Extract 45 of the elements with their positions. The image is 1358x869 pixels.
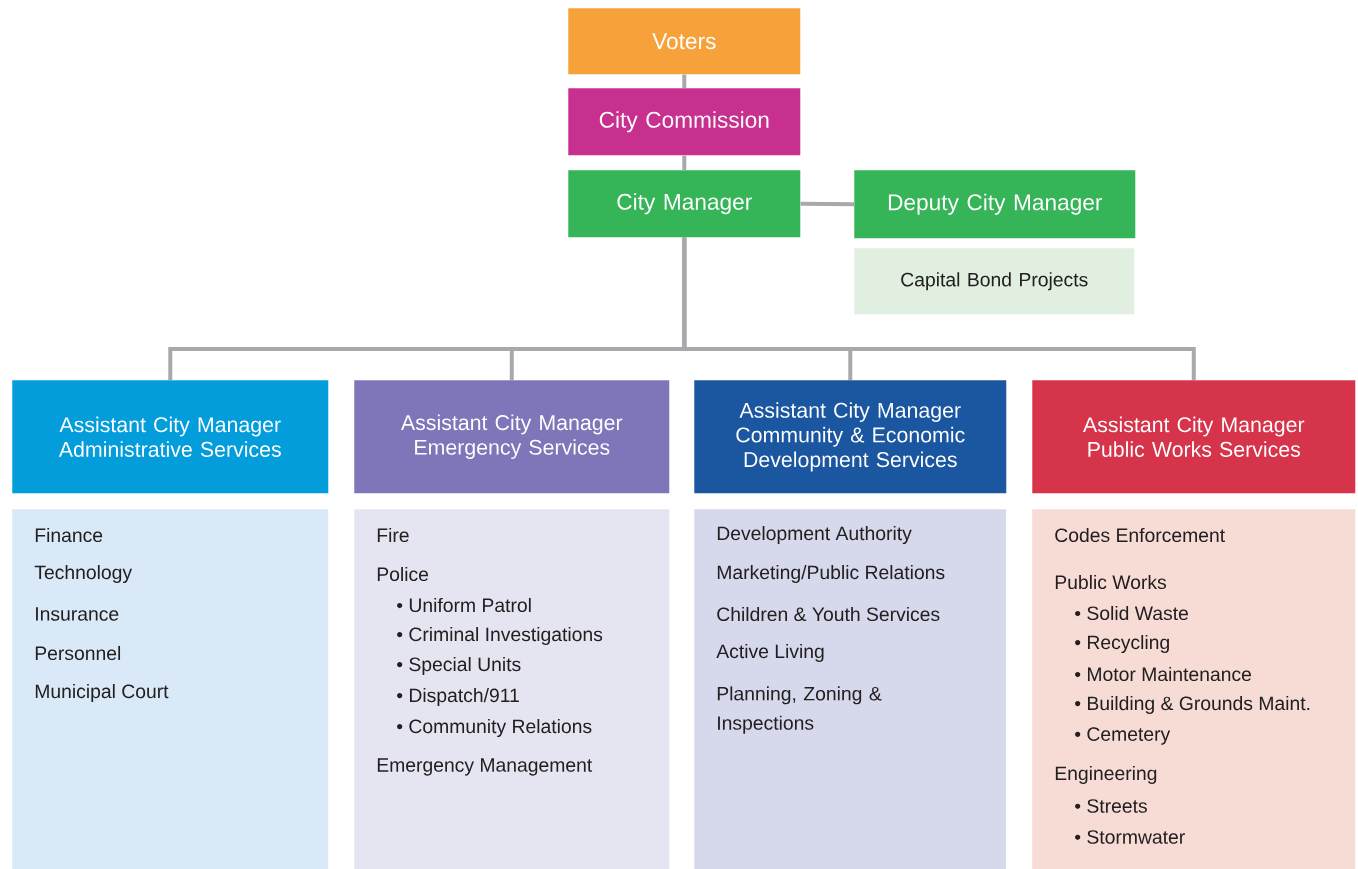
title-box: City Manager: [568, 170, 801, 238]
department-header: Assistant City Manager Community & Economic Development Services: [694, 380, 1007, 494]
list-item: Planning, Zoning & Inspections: [717, 686, 882, 734]
department-list: [1032, 509, 1356, 869]
list-item: Technology: [34, 565, 133, 583]
list-item: Children & Youth Services: [717, 606, 940, 622]
title-box: Voters: [568, 8, 801, 75]
department-header: Assistant City Manager Administrative Services: [12, 380, 329, 494]
list-item: Codes Enforcement: [1055, 527, 1225, 543]
list-item: • Dispatch/911: [397, 688, 519, 706]
list-item: Marketing/Public Relations: [717, 565, 945, 583]
list-item: • Criminal Investigations: [397, 627, 603, 645]
connector-line: [682, 155, 687, 170]
department-header: Assistant City Manager Public Works Services: [1032, 380, 1356, 494]
list-item: Personnel: [35, 645, 121, 661]
title-box: City Commission: [568, 88, 801, 156]
list-item: • Special Units: [397, 657, 521, 675]
list-item: • Motor Maintenance: [1075, 666, 1251, 682]
list-item: Finance: [35, 527, 103, 543]
list-item: Public Works: [1055, 574, 1167, 590]
project-box: Capital Bond Projects: [854, 248, 1135, 315]
list-item: Municipal Court: [35, 684, 169, 702]
list-item: Police: [377, 566, 429, 582]
list-item: • Stormwater: [1075, 830, 1185, 844]
department-header: Assistant City Manager Emergency Services: [354, 380, 670, 494]
department-list: [354, 509, 670, 869]
list-item: • Streets: [1075, 799, 1147, 813]
list-item: Emergency Management: [377, 758, 593, 776]
list-item: • Uniform Patrol: [397, 597, 531, 613]
department-list: [12, 509, 329, 869]
list-item: Active Living: [716, 644, 824, 662]
list-item: Fire: [377, 527, 409, 543]
connector-line: [682, 74, 687, 88]
list-item: • Cemetery: [1075, 727, 1171, 745]
connector-line: [800, 201, 855, 207]
list-item: Insurance: [36, 607, 119, 621]
list-item: Development Authority: [717, 526, 912, 544]
list-item: • Solid Waste: [1075, 605, 1188, 621]
title-box: Deputy City Manager: [854, 170, 1136, 239]
list-item: • Recycling: [1075, 635, 1169, 653]
list-item: Engineering: [1055, 766, 1157, 784]
connector-line: [682, 237, 1196, 380]
department-list: [694, 509, 1007, 869]
list-item: • Building & Grounds Maint.: [1075, 696, 1310, 714]
list-item: • Community Relations: [397, 719, 592, 737]
